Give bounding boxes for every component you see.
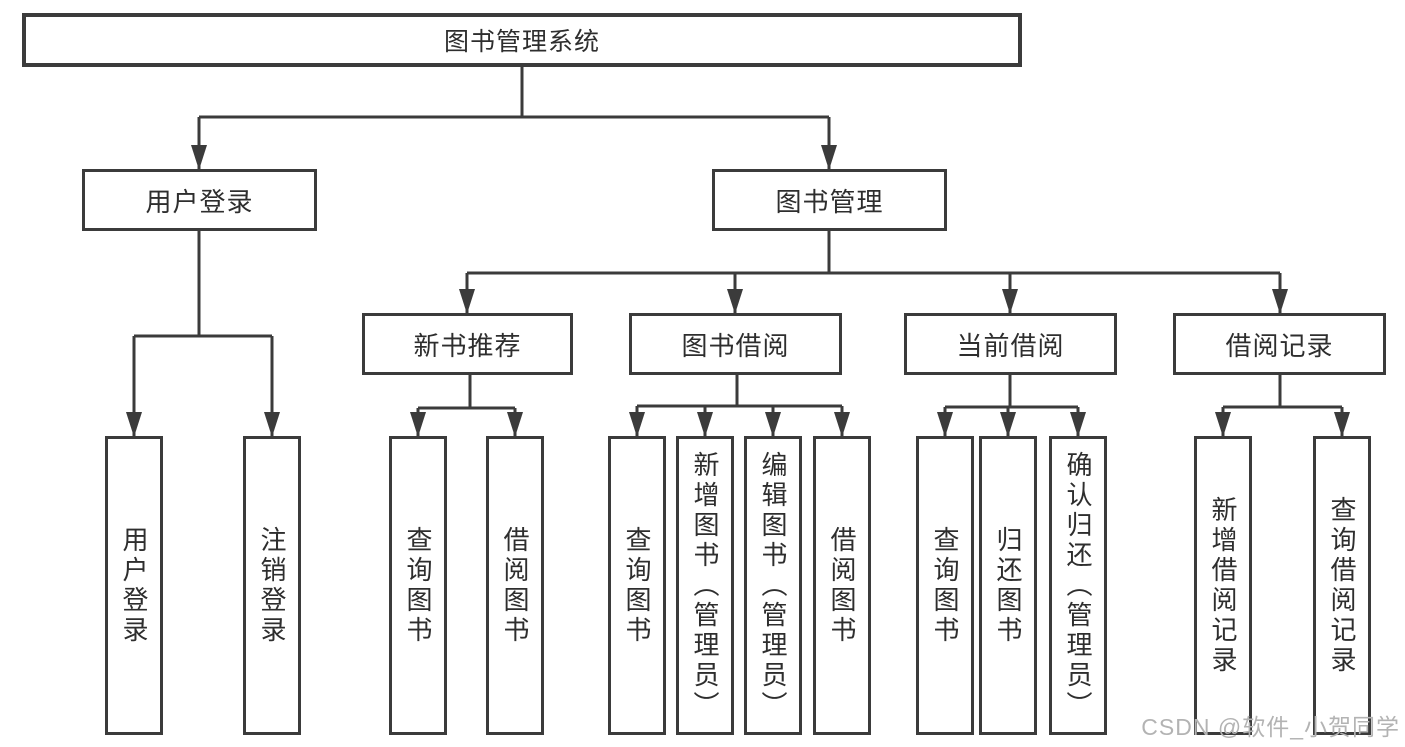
leaf-current-return-books: 归还图书	[979, 436, 1037, 735]
root-node-library-management-system: 图书管理系统	[22, 13, 1022, 67]
module-new-book-recommend: 新书推荐	[362, 313, 573, 375]
csdn-watermark: CSDN @软件_小贺同学	[1141, 714, 1400, 740]
leaf-logout-login: 注销登录	[243, 436, 301, 735]
connector-current-borrow-children	[945, 375, 1078, 409]
connector-book-borrow-children	[637, 375, 842, 408]
leaf-borrow-add-books-admin: 新增图书（管理员）	[676, 436, 734, 735]
connector-root-to-branches	[199, 67, 829, 119]
branch-book-management: 图书管理	[712, 169, 947, 231]
leaf-current-confirm-return-admin: 确认归还（管理员）	[1049, 436, 1107, 735]
module-current-borrow: 当前借阅	[904, 313, 1117, 375]
connector-borrow-records-children	[1223, 375, 1342, 409]
connector-book-management-modules	[467, 231, 1280, 275]
leaf-borrow-borrow-books: 借阅图书	[813, 436, 871, 735]
connector-user-login-children	[134, 231, 272, 338]
module-book-borrow: 图书借阅	[629, 313, 842, 375]
leaf-borrow-edit-books-admin: 编辑图书（管理员）	[744, 436, 802, 735]
leaf-newbook-query-books: 查询图书	[389, 436, 447, 735]
leaf-newbook-borrow-books: 借阅图书	[486, 436, 544, 735]
leaf-borrow-query-books: 查询图书	[608, 436, 666, 735]
leaf-user-login: 用户登录	[105, 436, 163, 735]
branch-user-login: 用户登录	[82, 169, 317, 231]
module-borrow-records: 借阅记录	[1173, 313, 1386, 375]
leaf-records-add-borrow-record: 新增借阅记录	[1194, 436, 1252, 735]
connector-new-book-children	[418, 375, 515, 410]
leaf-current-query-books: 查询图书	[916, 436, 974, 735]
leaf-records-query-borrow-record: 查询借阅记录	[1313, 436, 1371, 735]
